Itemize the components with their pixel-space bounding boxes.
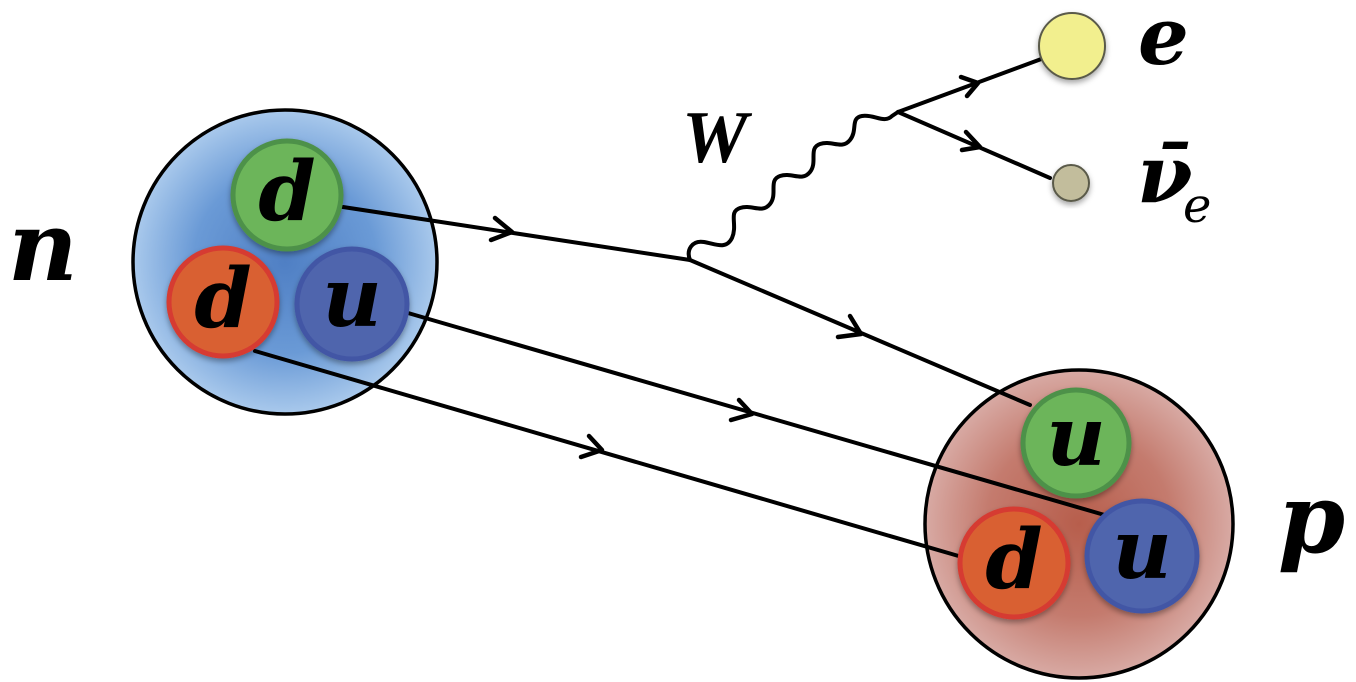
electron (1038, 12, 1106, 80)
neutron-quark-d-red: d (166, 245, 280, 359)
quark-label: d (258, 144, 315, 240)
arrow-icon (578, 433, 605, 460)
quark-label: d (985, 512, 1042, 608)
antineutrino-label: ν̄ (1137, 127, 1193, 221)
antineutrino-subscript: e (1183, 178, 1211, 234)
neutron-quark-u-blue: u (294, 246, 410, 362)
quark-label: u (1046, 389, 1106, 485)
electron-line (896, 56, 1046, 114)
w-boson-label: W (682, 97, 753, 179)
quark-label: u (322, 250, 382, 346)
arrow-icon (835, 313, 864, 340)
electron-label: e (1138, 0, 1189, 83)
proton-quarks: u d u (957, 387, 1200, 620)
antineutrino-line (896, 110, 1052, 180)
w-boson-line (686, 110, 900, 262)
antineutrino (1052, 164, 1090, 202)
arrow-icon (959, 129, 983, 153)
d-quark-spectator-line (253, 349, 964, 559)
proton-label: p (1278, 462, 1345, 575)
quark-label: u (1112, 502, 1172, 598)
u-quark-spectator-line (406, 311, 1110, 518)
neutron-quarks: d d u (166, 138, 410, 362)
neutron-quark-d-green: d (230, 138, 344, 252)
proton-quark-u-green: u (1020, 387, 1132, 499)
arrow-icon (958, 74, 981, 99)
quark-label: d (194, 251, 251, 347)
quark-lines (253, 205, 1110, 559)
arrow-icon (488, 215, 515, 243)
neutron-label: n (8, 190, 78, 303)
d-quark-line-to-vertex (341, 205, 692, 262)
proton-quark-u-blue: u (1084, 498, 1200, 614)
proton-quark-d-red: d (957, 506, 1071, 620)
arrow-icon (728, 397, 755, 423)
